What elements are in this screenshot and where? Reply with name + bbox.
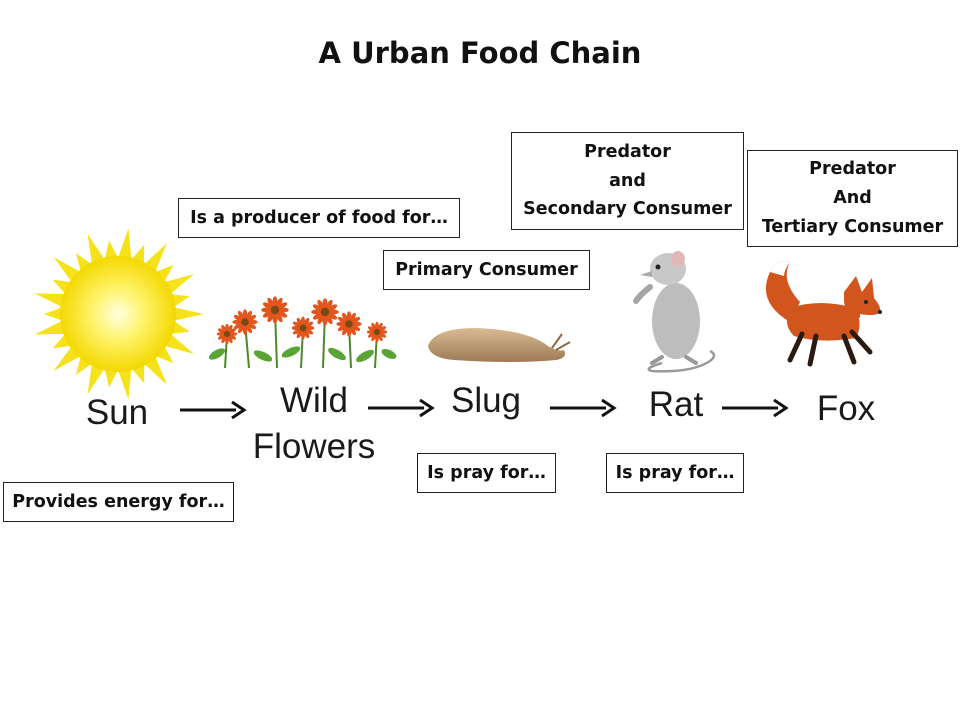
label-rat-role-line-1: Predator — [584, 141, 671, 162]
label-rat-role: Predator and Secondary Consumer — [511, 132, 744, 230]
label-rat-pray: Is pray for… — [606, 453, 744, 493]
label-provides-energy: Provides energy for… — [3, 482, 234, 522]
label-fox-role-line-3: Tertiary Consumer — [761, 216, 944, 237]
node-wild-flowers-line-2: Flowers — [252, 426, 376, 466]
label-rat-role-line-3: Secondary Consumer — [523, 199, 732, 220]
label-rat-role-line-2: and — [609, 170, 646, 191]
wild-flowers-icon — [208, 296, 397, 368]
slug-icon — [428, 328, 571, 362]
arrow-sun-to-flowers — [180, 400, 247, 420]
rat-icon — [633, 251, 716, 373]
diagram-title: A Urban Food Chain — [318, 36, 642, 70]
node-fox: Fox — [816, 389, 876, 428]
label-fox-role: Predator And Tertiary Consumer — [747, 150, 958, 247]
node-rat: Rat — [648, 385, 704, 424]
label-slug-pray: Is pray for… — [417, 453, 556, 493]
arrow-flowers-to-slug — [368, 398, 435, 418]
sun-icon — [34, 228, 204, 400]
arrow-slug-to-rat — [550, 398, 617, 418]
label-primary-consumer: Primary Consumer — [383, 250, 590, 290]
node-sun: Sun — [85, 393, 149, 432]
label-fox-role-line-2: And — [833, 188, 872, 209]
label-fox-role-line-1: Predator — [809, 159, 896, 180]
node-wild-flowers-line-1: Wild — [279, 381, 349, 420]
label-producer: Is a producer of food for… — [178, 198, 460, 238]
node-wild-flowers: Wild Flowers — [236, 378, 392, 469]
fox-icon — [765, 261, 882, 367]
arrow-rat-to-fox — [722, 398, 789, 418]
node-slug: Slug — [450, 381, 522, 420]
